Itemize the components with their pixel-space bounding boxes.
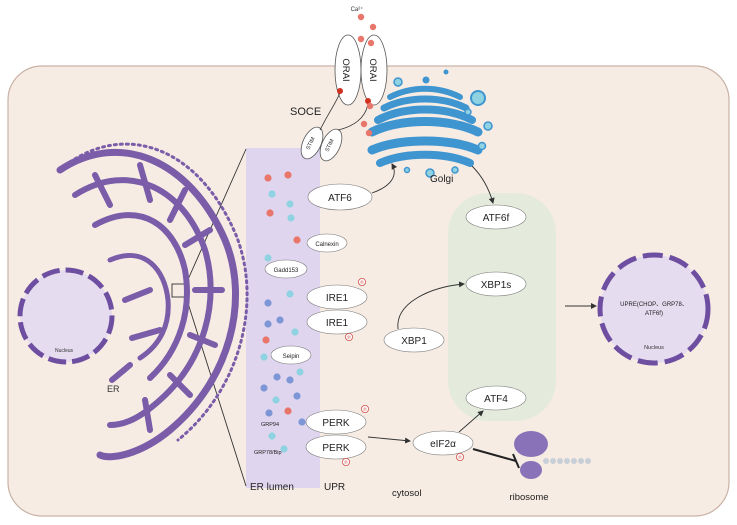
- ire1-protein-a: IRE1: [306, 284, 368, 310]
- stim-label-a: STIM: [306, 136, 317, 151]
- atf4-protein: ATF4: [465, 385, 527, 411]
- svg-text:XBP1s: XBP1s: [481, 280, 512, 291]
- zoom-line-bottom: [185, 296, 247, 487]
- seipin-protein: Seipin: [270, 345, 312, 365]
- calcium-ions-channel: [357, 13, 377, 137]
- svg-text:PERK: PERK: [322, 418, 350, 429]
- svg-text:Calnexin: Calnexin: [315, 242, 338, 248]
- arrow-xbp1-to-xbp1s: [397, 281, 465, 330]
- svg-text:℗: ℗: [344, 460, 348, 466]
- soce-label: SOCE: [290, 106, 321, 118]
- svg-text:℗: ℗: [347, 335, 351, 341]
- phospho-mark-glyphs: ℗ ℗ ℗ ℗ ℗: [344, 280, 462, 466]
- svg-text:℗: ℗: [363, 407, 367, 413]
- arrow-atf6-to-golgi: [371, 163, 398, 194]
- svg-text:ATF6f: ATF6f: [483, 213, 510, 224]
- orai-right-label: ORAI: [367, 58, 378, 81]
- svg-text:℗: ℗: [458, 455, 462, 461]
- grp94-label: GRP94: [261, 422, 279, 428]
- calcium-label: Ca²⁺: [351, 6, 364, 13]
- svg-text:XBP1: XBP1: [401, 336, 427, 347]
- atf6f-protein: ATF6f: [465, 204, 527, 230]
- svg-text:Seipin: Seipin: [283, 354, 300, 360]
- atf6-protein: ATF6: [307, 183, 373, 211]
- stim-orai-link-right-dot: [365, 98, 371, 104]
- cytosol-label: cytosol: [392, 488, 422, 499]
- svg-text:PERK: PERK: [322, 443, 350, 454]
- arrow-eif2a-to-atf4: [458, 410, 484, 433]
- er-structure: [56, 142, 249, 461]
- arrow-golgi-to-atf6f: [471, 165, 495, 204]
- grp78-label: GRP78/Bip: [254, 450, 282, 456]
- svg-text:IRE1: IRE1: [326, 293, 349, 304]
- golgi-apparatus: [367, 69, 493, 178]
- svg-text:℗: ℗: [360, 280, 364, 286]
- er-lumen-label: ER lumen: [250, 482, 294, 493]
- svg-text:IRE1: IRE1: [326, 318, 349, 329]
- lumen-cyan-dots: [260, 190, 304, 453]
- right-nucleus-label: Nucleus: [644, 345, 664, 351]
- inhibition-eif2a-ribosome: [472, 448, 517, 462]
- xbp1-protein: XBP1: [383, 327, 445, 353]
- upr-label: UPR: [324, 482, 345, 493]
- svg-text:ATF4: ATF4: [484, 394, 508, 405]
- er-lumen-panel: [246, 148, 320, 488]
- gadd153-protein: Gadd153: [264, 259, 308, 279]
- transcription-factor-zone: [448, 193, 556, 421]
- svg-text:eIF2α: eIF2α: [430, 439, 456, 450]
- golgi-label: Golgi: [430, 174, 453, 185]
- upre-label-line1: UPRE(CHOP、GRP78、: [620, 302, 688, 308]
- inhibition-bar: [512, 453, 520, 469]
- orai-channel-right: [360, 34, 388, 106]
- stim-label-b: STIM: [325, 138, 336, 153]
- perk-protein-a: PERK: [305, 409, 367, 435]
- perk-protein-b: PERK: [305, 434, 367, 460]
- orai-left-label: ORAI: [340, 58, 351, 81]
- svg-text:ATF6: ATF6: [328, 193, 352, 204]
- ire1-protein-b: IRE1: [306, 309, 368, 335]
- upre-label-line2: ATF6f): [645, 311, 663, 317]
- xbp1s-protein: XBP1s: [465, 271, 527, 297]
- svg-text:Gadd153: Gadd153: [274, 268, 299, 274]
- left-nucleus: [17, 267, 115, 365]
- ribosome-label: ribosome: [509, 492, 548, 503]
- eif2a-protein: eIF2α: [412, 430, 474, 456]
- ribosome: [514, 431, 591, 479]
- stim-orai-link-left-dot: [337, 88, 343, 94]
- stim-protein-a: [300, 126, 324, 160]
- lumen-calcium-dots: [262, 171, 301, 415]
- right-nucleus: [597, 252, 711, 366]
- left-nucleus-label: Nucleus: [55, 348, 74, 354]
- lumen-blue-dots: [260, 299, 306, 426]
- arrow-perk-to-eif2a: [367, 436, 411, 444]
- phospho-marks: [341, 277, 464, 466]
- er-label: ER: [107, 384, 120, 394]
- calnexin-protein: Calnexin: [306, 233, 348, 253]
